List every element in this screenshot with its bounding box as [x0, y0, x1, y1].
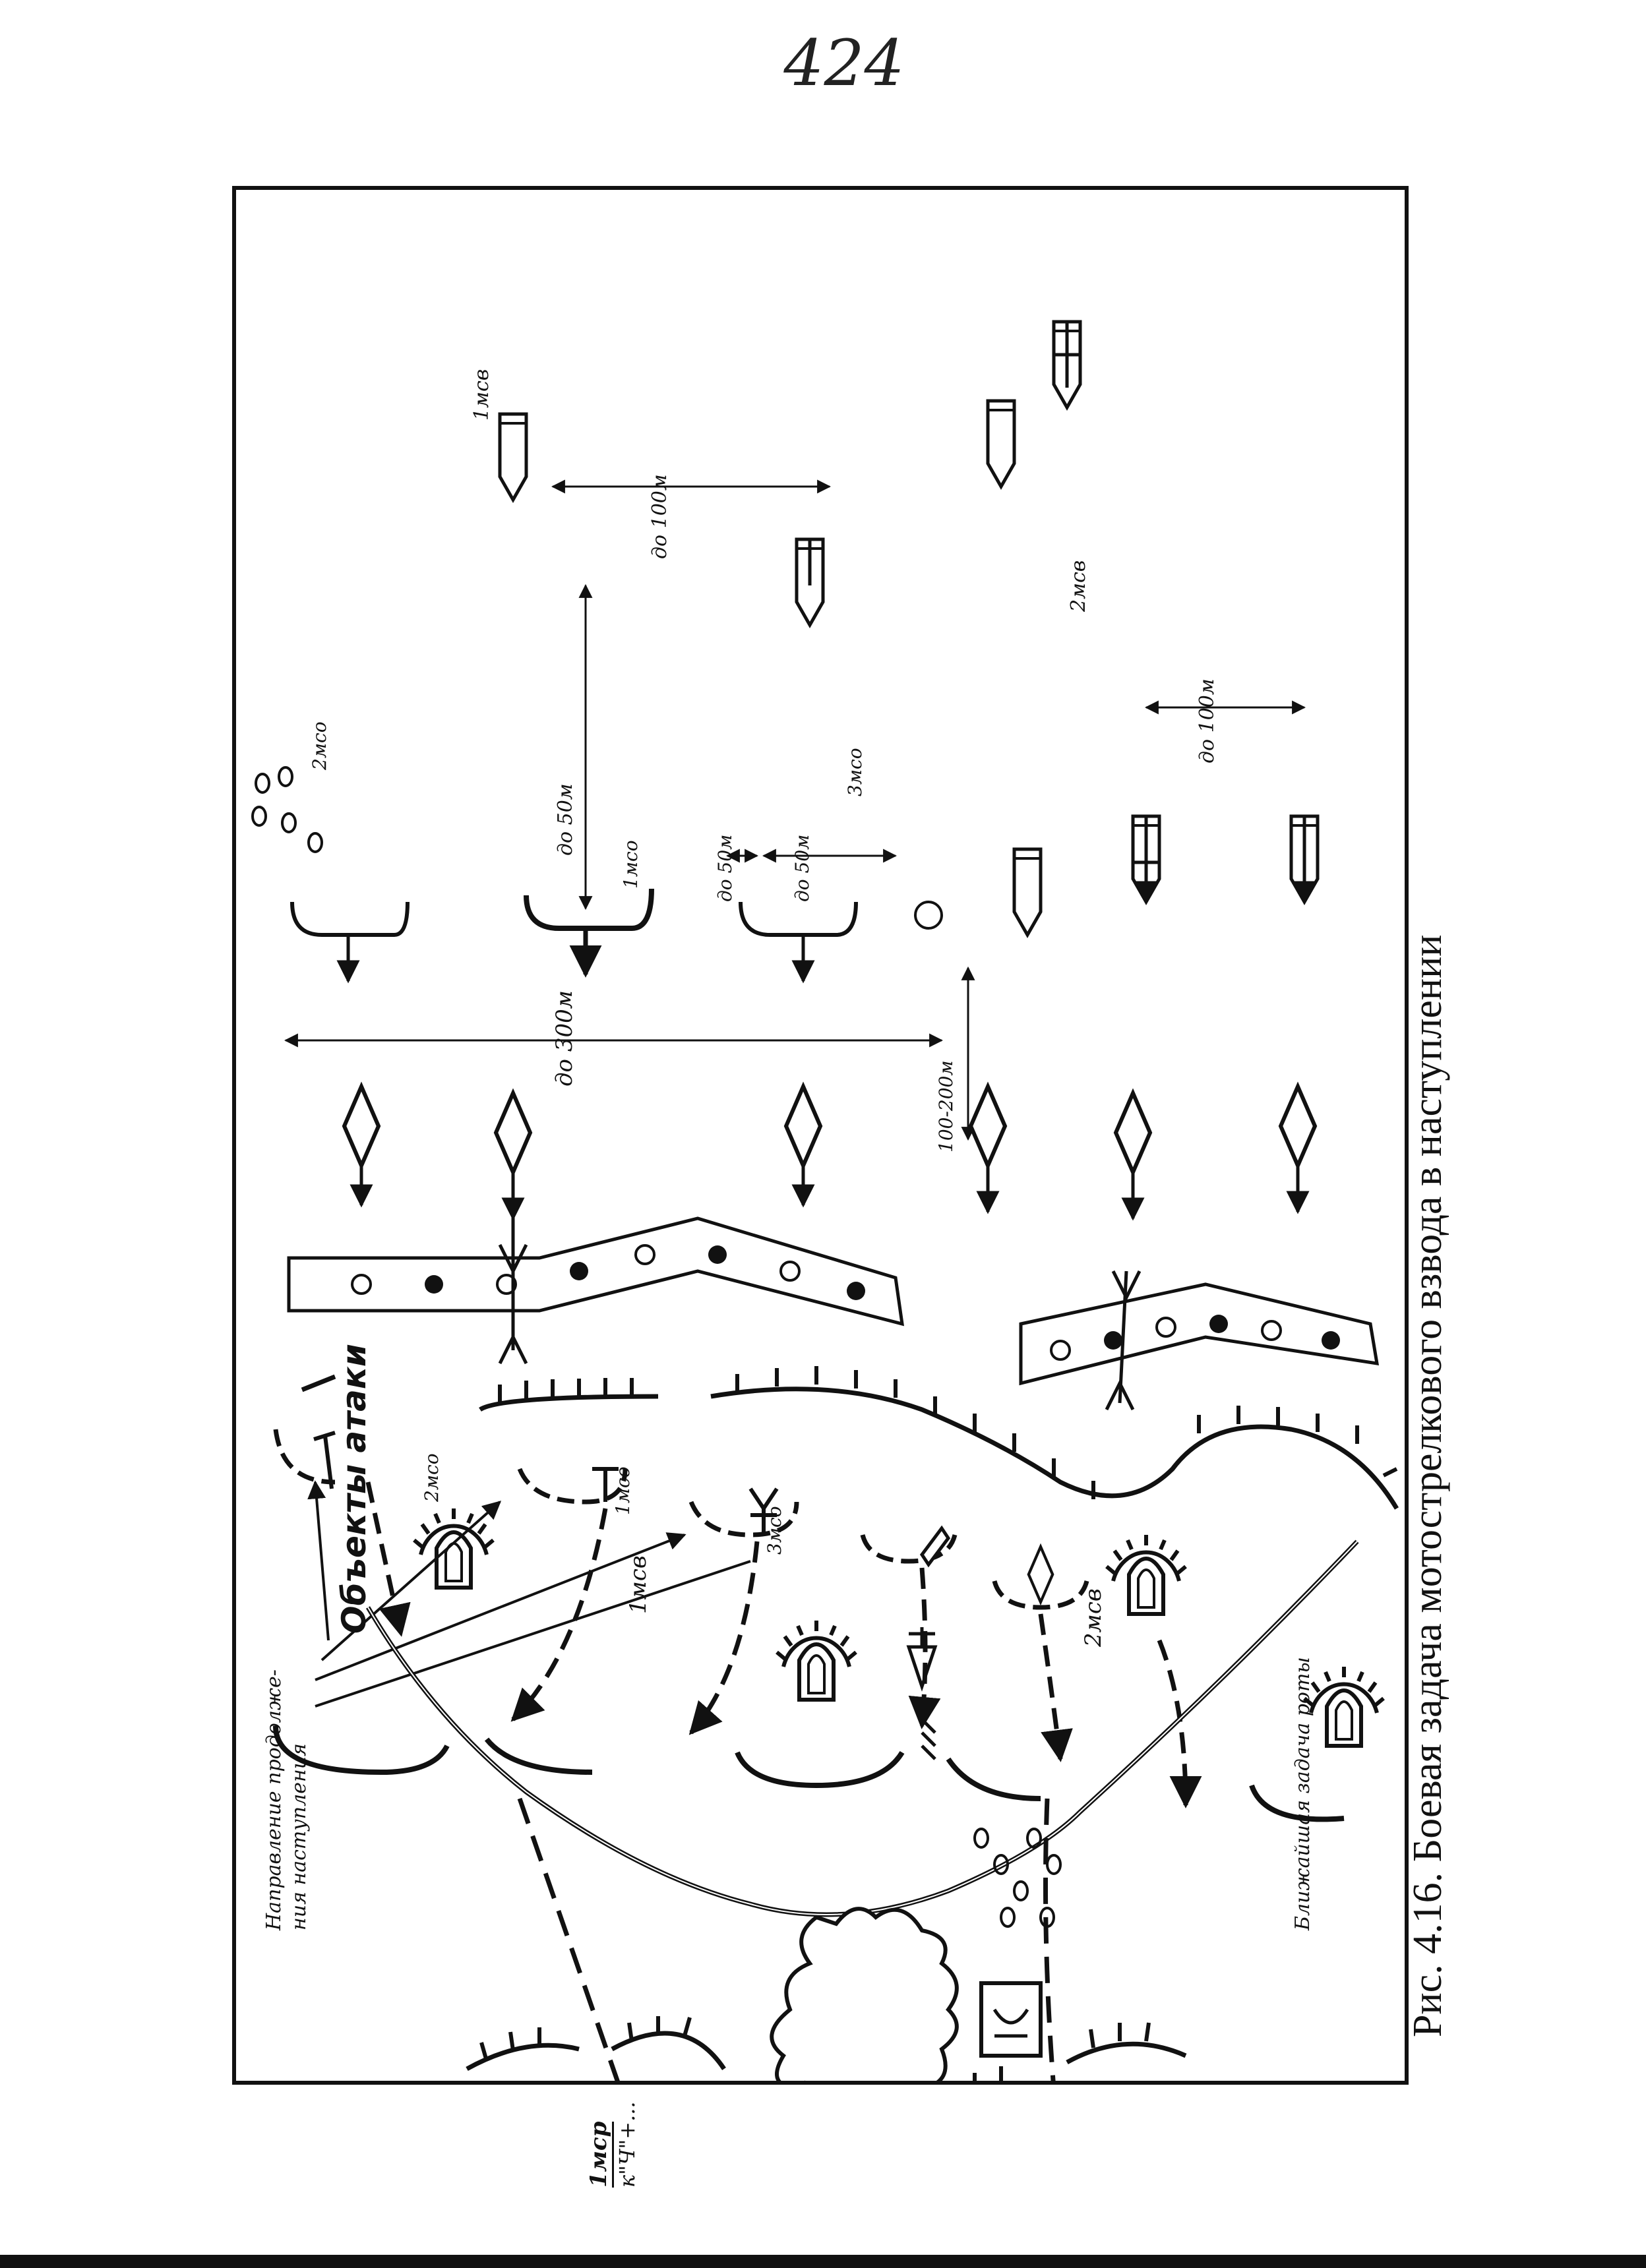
- label-squad-3-mid: 3мсо: [764, 1506, 785, 1555]
- label-dist-100-b: до 100м: [1196, 678, 1219, 763]
- label-dist-100-a: до 100м: [648, 474, 671, 559]
- label-squad-2-mid: 2мсо: [421, 1453, 442, 1502]
- strongpoint-icon: [777, 1621, 856, 1700]
- tank-icon: [496, 1093, 530, 1172]
- bmp-icon: [988, 401, 1014, 487]
- label-platoon-2-mid: 2мсв: [1080, 1588, 1107, 1647]
- label-company-num: 1мср: [586, 2121, 614, 2188]
- label-squad-1-mid: 1мсо: [612, 1466, 634, 1515]
- machine-gun-icon: [313, 1431, 779, 1535]
- label-squad-2-top: 2мсо: [309, 721, 330, 770]
- label-squad-3-top: 3мсо: [844, 748, 866, 796]
- tank-icon: [971, 1087, 1005, 1166]
- minefield-icon: [1019, 1282, 1380, 1386]
- figure-caption: Рис. 4.16. Боевая задача мотострелкового…: [1405, 934, 1450, 2037]
- tank-icon: [1281, 1087, 1315, 1166]
- bmp-icon: [1014, 849, 1041, 935]
- strongpoint-icon: [1304, 1667, 1384, 1746]
- label-dist-50-c: до 50м: [791, 834, 813, 902]
- figure-frame: Объекты атаки Направление продолже- ния …: [232, 186, 1409, 2188]
- label-dist-300: до 300м: [551, 990, 578, 1087]
- tactical-diagram: [251, 190, 1399, 2081]
- label-direction-2: ния наступления: [288, 1743, 311, 1930]
- tank-icon: [786, 1087, 820, 1166]
- label-platoon-1-top: 1мсв: [470, 369, 493, 421]
- label-dist-100-200: 100-200м: [935, 1060, 957, 1152]
- label-attack-objects: Объекты атаки: [335, 1344, 373, 1634]
- tank-icon: [344, 1087, 379, 1166]
- tank-icon: [1029, 1547, 1052, 1602]
- reservoir-icon: [979, 1981, 1043, 2058]
- bmp-icon: [500, 414, 526, 500]
- label-platoon-2-top: 2мсв: [1067, 560, 1090, 612]
- label-platoon-1-mid: 1мсв: [625, 1555, 652, 1614]
- page-bottom-edge: [0, 2255, 1646, 2268]
- label-company-time: к"Ч"+...: [615, 2101, 640, 2188]
- at-gun-icon: [906, 1627, 938, 1692]
- tank-icon: [1116, 1093, 1150, 1172]
- label-direction-1: Направление продолже-: [262, 1669, 286, 1930]
- label-dist-50-a: до 50м: [554, 783, 577, 856]
- minefield-icon: [287, 1216, 905, 1327]
- strongpoint-icon: [1107, 1535, 1186, 1614]
- label-nearest-task: Ближайшая задача роты: [1291, 1657, 1314, 1930]
- page-number: 424: [783, 26, 905, 100]
- label-squad-1-top: 1мсо: [620, 840, 642, 889]
- strongpoint-icon: [414, 1508, 493, 1588]
- label-dist-50-b: до 50м: [714, 834, 736, 902]
- observation-post-icon: [914, 901, 943, 930]
